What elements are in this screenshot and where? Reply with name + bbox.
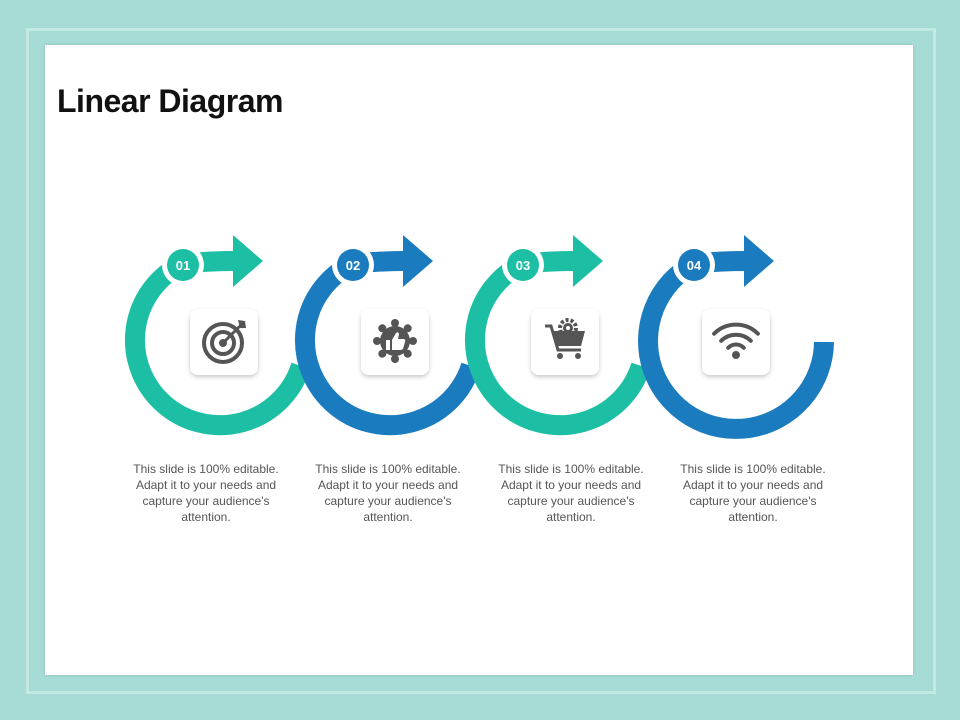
step-3-number: 03 (516, 258, 530, 273)
step-3-number-badge (507, 249, 539, 281)
step-4-description: This slide is 100% editable. Adapt it to… (680, 462, 826, 524)
step-2-number: 02 (346, 258, 360, 273)
thumbs-up-badge-icon (373, 319, 417, 363)
step-3-ring (465, 254, 651, 436)
step-2-number-badge (337, 249, 369, 281)
wifi-icon (712, 322, 760, 359)
step-1-arrowhead (233, 235, 263, 287)
step-1-ring (125, 254, 311, 436)
step-3: 03 (465, 235, 651, 436)
step-4: 04 (638, 235, 834, 439)
target-icon (202, 320, 246, 364)
shopping-cart-gear-icon (545, 318, 585, 359)
step-1-description: This slide is 100% editable. Adapt it to… (133, 462, 279, 524)
step-4-number: 04 (687, 258, 702, 273)
linear-diagram: 01 02 (125, 235, 834, 439)
step-2-description: This slide is 100% editable. Adapt it to… (315, 462, 461, 524)
step-3-arrowhead (573, 235, 603, 287)
step-4-number-badge (678, 249, 710, 281)
outer-frame (26, 28, 936, 694)
step-1-number-badge (167, 249, 199, 281)
step-4-icon-card (702, 309, 770, 375)
slide-title: Linear Diagram (57, 83, 283, 119)
slide: Linear Diagram 01 (45, 45, 913, 675)
step-1-number: 01 (176, 258, 190, 273)
step-3-description: This slide is 100% editable. Adapt it to… (498, 462, 644, 524)
step-1: 01 (125, 235, 311, 436)
step-4-ring (638, 254, 834, 439)
step-2: 02 (295, 235, 481, 436)
step-4-arrowhead (744, 235, 774, 287)
step-2-ring (295, 254, 481, 436)
step-2-arrowhead (403, 235, 433, 287)
